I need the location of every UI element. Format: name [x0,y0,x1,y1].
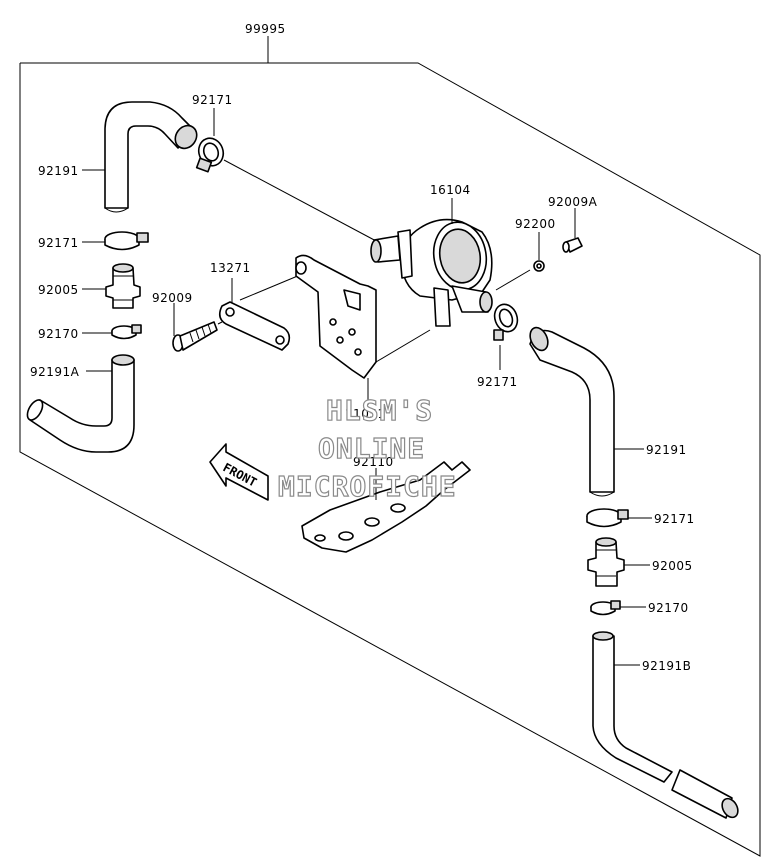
label-92191-left: 92191 [38,164,79,178]
fitting-92005-left [105,263,141,309]
screw-92009A [562,237,583,253]
label-92171-top: 92171 [192,93,233,107]
svg-text:HLSM'S: HLSM'S [326,394,433,427]
label-92170-right: 92170 [648,601,689,615]
label-92171-left: 92171 [38,236,79,250]
label-92171-mid: 92171 [477,375,518,389]
svg-text:MICROFICHE: MICROFICHE [278,470,457,503]
washer-92200 [533,260,545,272]
support-92110 [301,461,471,553]
clamp-92171-mid [493,303,519,341]
clamp-92171-right [586,508,629,528]
label-11051: 11051 [345,407,386,421]
label-92110: 92110 [353,455,394,469]
bracket-11051 [295,254,377,379]
fitting-92005-right [587,537,625,587]
label-92191A: 92191A [30,365,80,379]
plate-13271 [218,301,291,351]
label-92009A: 92009A [548,195,598,209]
label-92005-right: 92005 [652,559,693,573]
label-92200: 92200 [515,217,556,231]
label-92005-left: 92005 [38,283,79,297]
bolt-92009 [172,321,218,352]
label-16104: 16104 [430,183,471,197]
frame-outline [19,62,761,857]
watermark: HLSM'S ONLINE MICROFICHE [277,393,457,503]
hose-92191-right [529,326,615,497]
clamp-92171-left [104,231,149,251]
label-92009: 92009 [152,291,193,305]
front-arrow: FRONT [209,443,269,501]
clamp-92171-top [195,137,225,173]
label-92170-left: 92170 [38,327,79,341]
hose-92191A [26,354,135,453]
label-13271: 13271 [210,261,251,275]
hose-92191B [592,631,739,819]
label-92191-right: 92191 [646,443,687,457]
hose-92191-left [104,101,198,213]
clamp-92170-right [590,600,621,616]
valve-16104 [370,218,493,327]
clamp-92170-left [111,324,142,340]
label-92191B: 92191B [642,659,691,673]
label-99995: 99995 [245,22,286,36]
svg-text:ONLINE: ONLINE [318,432,425,465]
label-92171-right: 92171 [654,512,695,526]
